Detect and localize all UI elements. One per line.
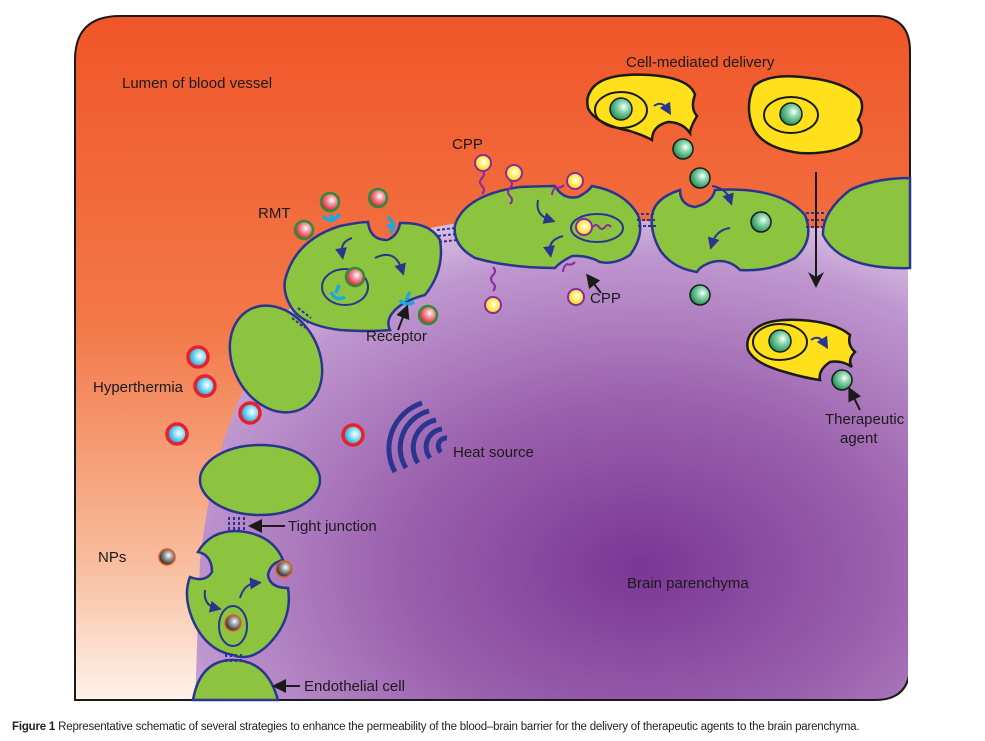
therapeutic-agent [689,284,711,306]
endothelial-cell-ellipse-lower [198,443,322,517]
hyperthermia-particle [238,401,262,425]
cpp-vesicle [570,213,624,243]
np-particle [224,614,242,632]
heat-source-icon [386,400,448,474]
endothelial-cell-right [821,176,912,270]
figure-caption-label: Figure 1 [12,721,56,733]
endothelial-cell-cell-mediated [650,188,810,274]
hyperthermia-label: Hyperthermia [93,379,184,396]
therapeutic-agent [831,369,853,391]
cpp-particle [566,172,584,190]
carrier-nucleus [594,91,648,129]
lumen-label: Lumen of blood vessel [122,75,272,92]
heat-source-label: Heat source [453,444,534,461]
hyperthermia-particle [186,345,210,369]
endothelial-cell-cpp [453,184,642,270]
rmt-transport-arrow [374,254,406,276]
therapeutic-agent [768,329,792,353]
figure-caption: Figure 1 Representative schematic of sev… [12,721,860,733]
cpp-particle [575,218,593,236]
cpp-transport-arrow [536,199,556,224]
tight-junctions [225,212,824,664]
cpp-particle [505,164,523,182]
therapeutic-agent [689,167,711,189]
therapeutic-label-line2: agent [840,430,878,447]
carrier-cell-2 [747,75,864,155]
hyperthermia-particle [193,374,217,398]
therapeutic-label-line1: Therapeutic [825,411,905,428]
rmt-ligand [367,187,389,209]
np-vesicle [218,605,248,647]
rmt-ligand [344,266,366,288]
therapeutic-agent [672,138,694,160]
np-particle [275,560,293,578]
endothelial-cell-ellipse-upper [228,304,324,414]
figure-frame [74,15,911,701]
rmt-ligand [319,191,341,213]
np-transport-arrow [203,589,222,613]
rmt-ligand [417,304,439,326]
cpp-label-top: CPP [452,136,483,153]
cpp-peptides [479,169,612,292]
cell-mediated-label: Cell-mediated delivery [626,54,775,71]
cpp-particle [484,296,502,314]
cpp-label-bottom: CPP [590,290,621,307]
release-arrow [653,101,672,116]
receptors [321,212,415,306]
rmt-vesicle [321,268,369,306]
figure-caption-text: Representative schematic of several stra… [58,721,860,733]
parenchyma-region [195,215,910,700]
nps-label: NPs [98,549,126,566]
receptor-label: Receptor [366,328,427,345]
release-arrow [810,335,829,350]
migration-arrow-head [808,272,824,288]
cpp-particle [567,288,585,306]
therapeutic-agent [779,102,803,126]
hyperthermia-particle [341,423,365,447]
cpp-transport-arrow [543,235,564,258]
cell-transport-arrow [707,227,731,250]
therapeutic-agent-pointer [848,386,861,411]
therapeutic-agent [609,97,633,121]
rmt-transport-arrow [335,237,353,260]
cell-transport-arrow [711,185,734,206]
tight-junction-label: Tight junction [288,518,377,535]
np-transport-arrow [239,577,262,599]
endothelial-cell-label: Endothelial cell [304,678,405,695]
rmt-ligand [293,219,315,241]
np-particle [158,548,176,566]
cpp-pointer [586,273,602,294]
parenchyma-label: Brain parenchyma [627,575,749,592]
hyperthermia-particle [165,422,189,446]
carrier-nucleus [763,96,819,134]
right-edge-mask [908,230,912,700]
rmt-label: RMT [258,205,291,222]
carrier-nucleus [752,323,808,361]
cpp-particle [474,154,492,172]
therapeutic-agent [750,211,772,233]
endothelial-cell-np [185,529,290,659]
receptor-pointer [396,304,410,331]
